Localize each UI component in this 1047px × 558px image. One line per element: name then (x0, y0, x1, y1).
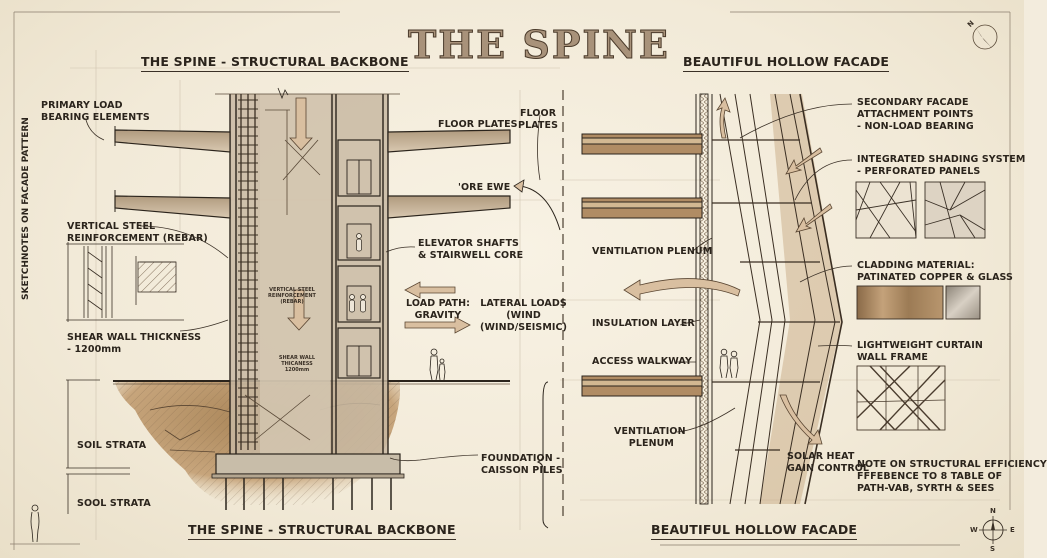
label-curtain-wall: LIGHTWEIGHT CURTAIN WALL FRAME (857, 340, 983, 363)
compass-w: W (970, 526, 978, 534)
leader-lines-left (85, 114, 541, 462)
facade-skin (760, 94, 842, 504)
label-insulation: INSULATION LAYER (592, 318, 695, 329)
strata-dimensions (66, 379, 130, 514)
rebar-cage (240, 94, 256, 450)
label-vertical-steel: VERTICAL STEEL REINFORCEMENT (REBAR) (67, 221, 208, 244)
label-floor-plates: FLOOR PLATES (438, 119, 518, 130)
label-secondary-facade: SECONDARY FACADE ATTACHMENT POINTS - NON… (857, 97, 974, 132)
left-section-header: THE SPINE - STRUCTURAL BACKBONE (141, 54, 409, 72)
left-section-footer: THE SPINE - STRUCTURAL BACKBONE (188, 522, 456, 540)
foundation-brace (536, 381, 549, 529)
label-access-walkway: ACCESS WALKWAY (592, 356, 692, 367)
lateral-load-arrows (404, 281, 471, 334)
glass-swatch (945, 285, 981, 320)
rebar-detail-inset (66, 242, 184, 322)
floor-beams-right (581, 133, 703, 397)
compass-n: N (990, 507, 996, 515)
people-walkway (719, 348, 739, 379)
compass-s: S (990, 545, 996, 553)
shading-panel-2 (924, 181, 986, 239)
copper-swatch (856, 285, 944, 320)
people-ground (429, 348, 446, 381)
label-cladding: CLADDING MATERIAL: PATINATED COPPER & GL… (857, 260, 1013, 283)
leader-lines-right (676, 103, 853, 433)
right-section-header: BEAUTIFUL HOLLOW FACADE (683, 54, 890, 72)
compass-e: E (1010, 526, 1015, 534)
label-ventilation-plenum: VENTILATION PLENUM (592, 246, 713, 257)
side-note-vertical: SKETCHNOTES ON FACADE PATTERN (21, 117, 31, 300)
architectural-drawing (10, 11, 1011, 550)
label-load-path: LOAD PATH: GRAVITY (406, 298, 471, 321)
label-shading-system: INTEGRATED SHADING SYSTEM - PERFORATED P… (857, 154, 1026, 177)
label-primary-load: PRIMARY LOAD BEARING ELEMENTS (41, 100, 150, 123)
north-arrow-top (972, 24, 998, 50)
people-in-elevator (349, 233, 366, 313)
label-core-mirrored: 'ORE EWE (458, 182, 511, 193)
label-elevator: ELEVATOR SHAFTS & STAIRWELL CORE (418, 238, 524, 261)
label-shear-wall: SHEAR WALL THICKNESS - 1200mm (67, 332, 202, 355)
label-lateral-loads: LATERAL LOADS (WIND (WIND/SEISMIC) (480, 298, 568, 333)
label-solar-heat: SOLAR HEAT GAIN CONTROL (787, 451, 870, 474)
shading-panel-1 (855, 181, 917, 239)
right-section-footer: BEAUTIFUL HOLLOW FACADE (651, 522, 858, 540)
curtain-wall-sketch (856, 365, 946, 431)
label-soil-strata-1: SOIL STRATA (77, 440, 147, 451)
gravity-arrows (287, 97, 313, 331)
caisson-piles (225, 478, 392, 510)
sheet-frame (10, 11, 1011, 550)
foundation-cap (215, 453, 401, 475)
label-soil-strata-2: SOOL STRATA (77, 498, 151, 509)
label-foundation: FOUNDATION - CAISSON PILES (481, 453, 563, 476)
floor-plates-left (114, 129, 511, 219)
compass-rose (979, 516, 1007, 544)
main-title: THE SPINE (408, 22, 670, 68)
core-rebar-note: VERTICAL STEEL REINFORCEMENT (REBAR) (268, 287, 316, 305)
label-ventilation-plenum-2: VENTILATION PLENUM (614, 426, 686, 449)
scale-figure (30, 504, 40, 543)
facade-connectors (712, 139, 840, 451)
airflow-arrows (623, 97, 833, 445)
structural-efficiency-note: NOTE ON STRUCTURAL EFFICIENCY FFFEBENCE … (857, 459, 1047, 494)
core-walls (229, 94, 389, 455)
inner-wall (695, 93, 713, 505)
label-floor-plates-2: FLOOR PLATES (518, 108, 559, 131)
core-shear-note: SHEAR WALL THICANESS 1200mm (278, 355, 316, 373)
curved-arrow (519, 185, 561, 231)
